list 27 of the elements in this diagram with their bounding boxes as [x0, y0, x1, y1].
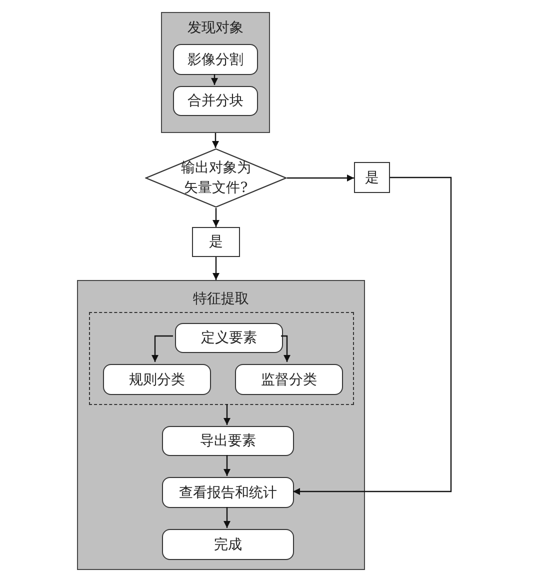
group-title: 特征提取: [192, 290, 250, 308]
process-box: 合并分块: [173, 86, 258, 116]
process-box: 监督分类: [235, 364, 343, 395]
process-box: 定义要素: [175, 323, 283, 353]
process-box: 影像分割: [173, 44, 258, 75]
arrow: [224, 455, 230, 476]
arrow: [287, 174, 354, 182]
group-panel: [77, 280, 365, 570]
process-box: 完成: [162, 529, 294, 560]
arrow: [212, 208, 220, 227]
arrow: [224, 404, 230, 425]
arrow: [212, 133, 219, 148]
group-title: 发现对象: [186, 19, 244, 37]
arrow: [281, 335, 290, 362]
arrow: [152, 335, 173, 362]
group-panel: [161, 12, 270, 133]
decision-diamond: 输出对象为矢量文件?: [145, 148, 287, 208]
process-box: 规则分类: [103, 364, 211, 395]
process-box: 导出要素: [162, 426, 294, 456]
arrow: [212, 257, 220, 280]
process-box: 查看报告和统计: [162, 477, 294, 508]
dashed-group-box: [89, 312, 354, 405]
arrow: [293, 176, 452, 495]
answer-box: 是: [192, 227, 240, 257]
arrow: [211, 74, 218, 85]
arrow: [224, 507, 230, 528]
answer-box: 是: [354, 162, 390, 193]
